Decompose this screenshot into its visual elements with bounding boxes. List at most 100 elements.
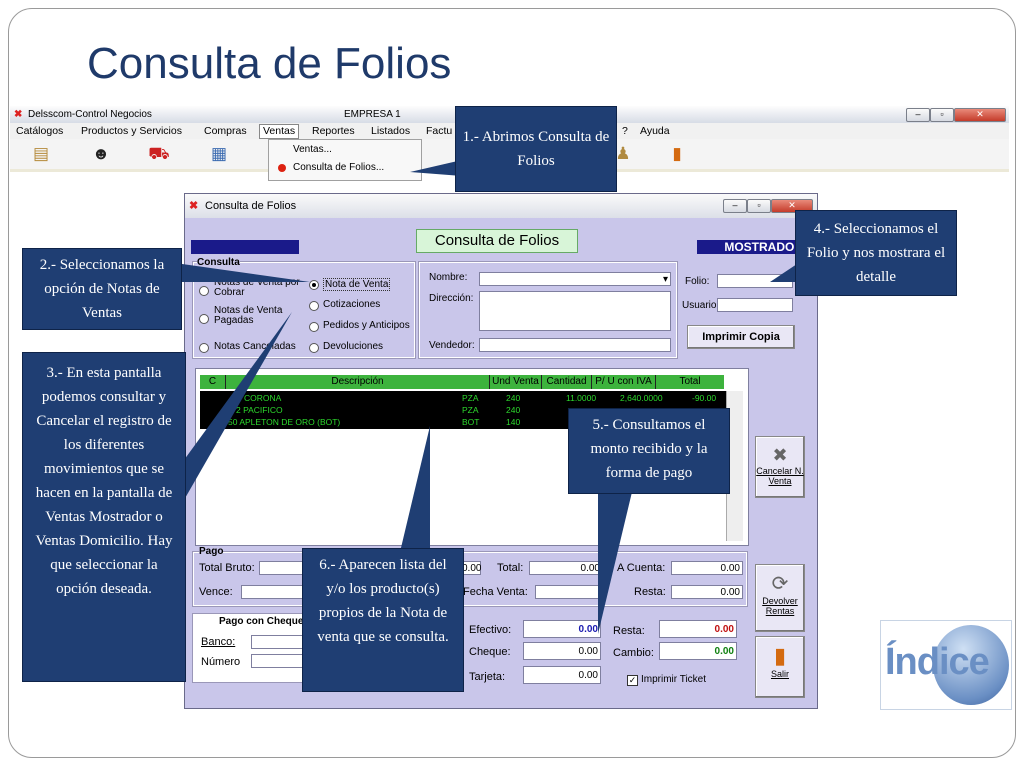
radio-notas-pagadas-label: Notas de Venta Pagadas [214, 305, 283, 326]
menu-listados[interactable]: Listados [371, 125, 411, 137]
radio-cotizaciones-label: Cotizaciones [323, 299, 381, 310]
callout-1: 1.- Abrimos Consulta de Folios [455, 106, 617, 192]
pago-label: Pago [199, 546, 224, 557]
dialog-minimize-button[interactable]: ‒ [723, 199, 747, 213]
col-codigo: C [200, 375, 226, 389]
vendedor-label: Vendedor: [429, 340, 475, 351]
menu-catalogos[interactable]: Catálogos [16, 125, 64, 137]
calendar-icon[interactable]: ▦ [210, 144, 228, 163]
a-cuenta-field: 0.00 [671, 561, 743, 575]
radio-nota-de-venta[interactable] [309, 280, 319, 290]
menu-ventas[interactable]: Ventas [259, 124, 300, 139]
user-edit-icon[interactable]: ☻ [92, 144, 110, 163]
radio-nota-de-venta-label: Nota de Venta [323, 278, 391, 291]
dropdown-item-ventas[interactable]: Ventas... [293, 144, 332, 155]
row-qty: 11.0000 [566, 393, 597, 403]
a-cuenta-label: A Cuenta: [617, 562, 666, 574]
radio-pedidos-anticipos[interactable] [309, 322, 319, 332]
radio-notas-por-cobrar-label: Notas de Venta por Cobrar [214, 277, 300, 298]
row-desc: 2 PACIFICO [236, 405, 283, 415]
catalog-book-icon[interactable]: ▤ [32, 144, 50, 163]
menu-ayuda[interactable]: Ayuda [640, 125, 670, 137]
banco-label: Banco: [201, 636, 236, 648]
maximize-button[interactable]: ▫ [930, 108, 954, 122]
slide-title: Consulta de Folios [87, 39, 452, 88]
efectivo-field[interactable]: 0.00 [523, 620, 601, 638]
cancelar-label: Cancelar N. Venta [756, 466, 804, 486]
cheque-field[interactable]: 0.00 [523, 642, 601, 660]
tarjeta-field[interactable]: 0.00 [523, 666, 601, 684]
table-row[interactable]: CORONA PZA 240 11.0000 2,640.0000 -90.00 [200, 392, 728, 404]
salir-button[interactable]: ▮ Salir [755, 636, 805, 698]
consulta-label: Consulta [197, 257, 240, 268]
subtotal-field: 0.00 [461, 561, 482, 575]
radio-notas-por-cobrar[interactable] [199, 286, 209, 296]
cheque-label: Cheque: [469, 646, 511, 658]
tarjeta-label: Tarjeta: [469, 671, 506, 683]
radio-cotizaciones[interactable] [309, 301, 319, 311]
row-pu: 2,640.0000 [620, 393, 663, 403]
radio-notas-pagadas[interactable] [199, 314, 209, 324]
indice-logo[interactable]: Índice [880, 620, 1012, 710]
col-cantidad: Cantidad [542, 375, 592, 389]
resta2-field: 0.00 [659, 620, 737, 638]
vendedor-field[interactable] [479, 338, 671, 352]
cambio-label: Cambio: [613, 647, 654, 659]
dialog-title-bar: ✖ Consulta de Folios ‒ ▫ ✕ [185, 194, 817, 218]
radio-devoluciones[interactable] [309, 343, 319, 353]
logo-text: Índice [885, 641, 990, 683]
cancelar-nota-venta-button[interactable]: ✖ Cancelar N. Venta [755, 436, 805, 498]
callout-6: 6.- Aparecen lista del y/o los producto(… [302, 548, 464, 692]
radio-pedidos-anticipos-label: Pedidos y Anticipos [323, 320, 410, 331]
devolver-rentas-button[interactable]: ⟳ Devolver Rentas [755, 564, 805, 632]
callout-4: 4.- Seleccionamos el Folio y nos mostrar… [795, 210, 957, 296]
radio-notas-canceladas[interactable] [199, 343, 209, 353]
vence-field[interactable] [241, 585, 309, 599]
people-icon[interactable]: ♟ [615, 144, 631, 163]
exit-door-icon[interactable]: ▮ [672, 144, 682, 163]
dialog-close-button[interactable]: ✕ [771, 199, 813, 213]
menu-factu[interactable]: Factu [426, 125, 453, 137]
direccion-textarea[interactable] [479, 291, 671, 331]
minimize-button[interactable]: ‒ [906, 108, 930, 122]
col-und-venta: Und Venta [490, 375, 542, 389]
imprimir-copia-button[interactable]: Imprimir Copia [687, 325, 795, 349]
menu-help-question[interactable]: ? [622, 125, 628, 137]
exit-door-icon: ▮ [773, 643, 787, 668]
close-button[interactable]: ✕ [954, 108, 1006, 122]
app-company: EMPRESA 1 [344, 109, 401, 120]
dialog-maximize-button[interactable]: ▫ [747, 199, 771, 213]
row-cant: 240 [506, 405, 521, 415]
pago-group [192, 551, 748, 607]
col-descripcion: Descripción [226, 375, 490, 389]
row-desc: CORONA [244, 393, 282, 403]
resta2-label: Resta: [613, 625, 645, 637]
row-desc: 50 APLETON DE ORO (BOT) [228, 417, 341, 427]
vence-label: Vence: [199, 586, 233, 598]
banco-field[interactable] [251, 635, 307, 649]
dialog-header: Consulta de Folios [416, 229, 578, 253]
fecha-venta-field[interactable] [535, 585, 603, 599]
cambio-field: 0.00 [659, 642, 737, 660]
folio-field[interactable] [717, 274, 793, 288]
row-und: BOT [462, 417, 480, 427]
callout-3: 3.- En esta pantalla podemos consultar y… [22, 352, 186, 682]
row-und: PZA [462, 393, 479, 403]
direccion-label: Dirección: [429, 293, 474, 304]
menu-reportes[interactable]: Reportes [312, 125, 355, 137]
menu-productos[interactable]: Productos y Servicios [81, 125, 182, 137]
folio-label: Folio: [685, 276, 710, 287]
usuario-field[interactable] [717, 298, 793, 312]
nombre-select[interactable]: ▾ [479, 272, 671, 286]
numero-field[interactable] [251, 654, 307, 668]
menu-compras[interactable]: Compras [204, 125, 247, 137]
imprimir-ticket-checkbox[interactable]: ✓ [627, 675, 638, 686]
col-total: Total [679, 376, 701, 387]
usuario-label: Usuario [682, 300, 717, 311]
total-label: Total: [497, 562, 524, 574]
numero-label: Número [201, 656, 241, 668]
shopping-cart-icon[interactable]: ⛟ [148, 144, 170, 163]
imprimir-ticket-label: Imprimir Ticket [641, 674, 706, 685]
pago-cheque-label: Pago con Cheque [219, 616, 304, 627]
dropdown-item-consulta-folios[interactable]: Consulta de Folios... [293, 162, 385, 173]
